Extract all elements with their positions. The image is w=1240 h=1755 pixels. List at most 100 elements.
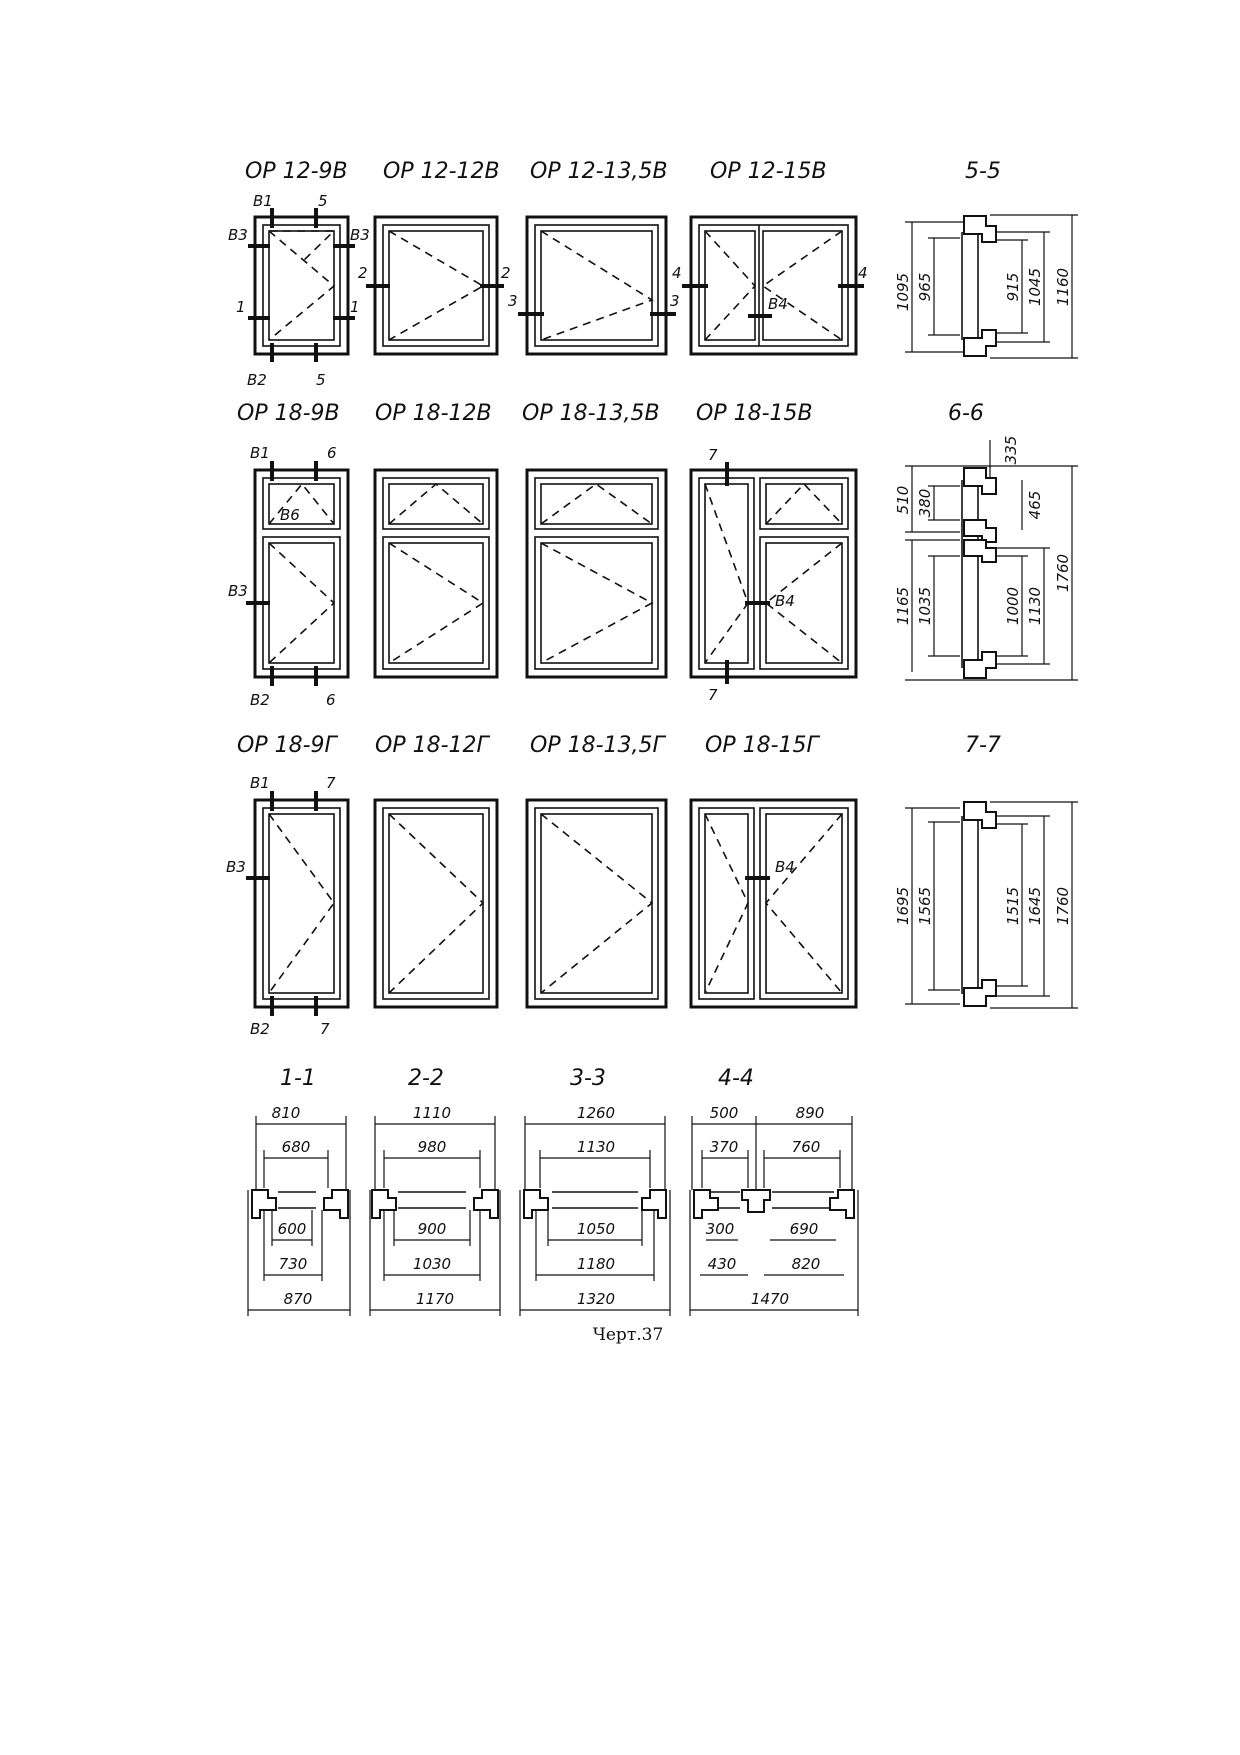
dim-510: 510 (894, 486, 912, 515)
row-2: ОР 18-9В ОР 18-12В ОР 18-13,5В ОР 18-15В… (228, 401, 1078, 709)
dim-1045: 1045 (1026, 268, 1044, 306)
mark-b1: В1 (253, 192, 273, 210)
dim-730: 730 (279, 1255, 308, 1273)
dim-1160: 1160 (1054, 268, 1072, 306)
dim-1470: 1470 (751, 1290, 789, 1308)
title-or-18-13-5g: ОР 18-13,5Г (530, 733, 666, 758)
title-or-18-15g: ОР 18-15Г (705, 733, 821, 758)
dim-1130: 1130 (1026, 587, 1044, 625)
title-or-12-13-5v: ОР 12-13,5В (530, 159, 668, 184)
mark-7-top: 7 (708, 446, 718, 464)
section-1-1 (247, 1116, 351, 1316)
dim-370: 370 (710, 1138, 739, 1156)
mark-b1: В1 (250, 774, 270, 792)
window-or-18-15v (689, 462, 858, 684)
dim-1130: 1130 (577, 1138, 615, 1156)
mark-6-bottom: 6 (326, 691, 336, 709)
window-or-18-9v (246, 461, 350, 686)
dim-1645: 1645 (1026, 887, 1044, 925)
section-6-6 (905, 440, 1078, 681)
dim-965: 965 (916, 273, 934, 302)
window-or-12-9v (248, 208, 355, 362)
mark-5-bottom: 5 (316, 371, 326, 389)
section-2-2 (369, 1116, 501, 1316)
title-section-5-5: 5-5 (965, 159, 1001, 184)
mark-b3-left: В3 (228, 226, 248, 244)
window-or-12-15v (682, 215, 864, 356)
title-or-18-12g: ОР 18-12Г (375, 733, 491, 758)
mark-3-left: 3 (508, 292, 518, 310)
title-section-6-6: 6-6 (948, 401, 984, 426)
dim-1170: 1170 (416, 1290, 454, 1308)
mark-6-top: 6 (327, 444, 337, 462)
mark-2-left: 2 (358, 264, 368, 282)
window-or-18-9g (246, 791, 350, 1016)
title-or-12-12v: ОР 12-12В (383, 159, 500, 184)
title-or-12-9v: ОР 12-9В (245, 159, 348, 184)
dim-1695: 1695 (894, 887, 912, 925)
dim-600: 600 (278, 1220, 307, 1238)
mark-b6: В6 (280, 506, 300, 524)
dim-335: 335 (1002, 436, 1020, 465)
mark-b1: В1 (250, 444, 270, 462)
window-or-12-13-5v (518, 215, 676, 356)
window-or-18-13-5v (525, 468, 668, 679)
title-or-18-13-5v: ОР 18-13,5В (522, 401, 660, 426)
dim-690: 690 (790, 1220, 819, 1238)
row-1: ОР 12-9В ОР 12-12В ОР 12-13,5В ОР 12-15В… (228, 159, 1078, 389)
title-or-18-9v: ОР 18-9В (237, 401, 340, 426)
dim-1260: 1260 (577, 1104, 615, 1122)
window-or-18-15g (689, 798, 858, 1009)
title-section-1-1: 1-1 (280, 1066, 316, 1091)
dim-1165: 1165 (894, 587, 912, 625)
title-or-18-15v: ОР 18-15В (696, 401, 813, 426)
mark-7-top: 7 (326, 774, 336, 792)
dim-1515: 1515 (1004, 887, 1022, 925)
mark-4-right: 4 (858, 264, 868, 282)
dim-1180: 1180 (577, 1255, 615, 1273)
mark-1-right: 1 (350, 298, 360, 316)
dim-1760: 1760 (1054, 887, 1072, 925)
dim-1030: 1030 (413, 1255, 451, 1273)
dim-1095: 1095 (894, 273, 912, 311)
figure-caption: Черт.37 (593, 1325, 664, 1345)
mark-7-bottom: 7 (320, 1020, 330, 1038)
dim-820: 820 (792, 1255, 821, 1273)
mark-b2: В2 (250, 691, 270, 709)
dim-430: 430 (708, 1255, 737, 1273)
dim-900: 900 (418, 1220, 447, 1238)
mark-b3: В3 (228, 582, 248, 600)
window-or-18-12g (373, 798, 499, 1009)
title-section-3-3: 3-3 (570, 1066, 606, 1091)
mark-b3-right: В3 (350, 226, 370, 244)
dim-1000: 1000 (1004, 587, 1022, 625)
window-or-18-12v (373, 468, 499, 679)
dim-760: 760 (792, 1138, 821, 1156)
title-or-12-15v: ОР 12-15В (710, 159, 827, 184)
dim-1110: 1110 (413, 1104, 451, 1122)
dim-1760: 1760 (1054, 554, 1072, 592)
window-or-12-12v (366, 215, 504, 356)
title-section-7-7: 7-7 (965, 733, 1001, 758)
mark-3-right: 3 (670, 292, 680, 310)
dim-810: 810 (272, 1104, 301, 1122)
section-4-4 (689, 1116, 859, 1316)
mark-5-top: 5 (318, 192, 328, 210)
mark-b2: В2 (247, 371, 267, 389)
dim-890: 890 (796, 1104, 825, 1122)
title-or-18-12v: ОР 18-12В (375, 401, 492, 426)
mark-7-bottom: 7 (708, 686, 718, 704)
section-3-3 (519, 1116, 671, 1316)
mark-2-right: 2 (501, 264, 511, 282)
window-or-18-13-5g (525, 798, 668, 1009)
title-section-4-4: 4-4 (718, 1066, 754, 1091)
title-or-18-9g: ОР 18-9Г (237, 733, 339, 758)
dim-1035: 1035 (916, 587, 934, 625)
dim-300: 300 (706, 1220, 735, 1238)
mark-4-left: 4 (672, 264, 682, 282)
dim-870: 870 (284, 1290, 313, 1308)
mark-b3: В3 (226, 858, 246, 876)
title-section-2-2: 2-2 (408, 1066, 444, 1091)
dim-980: 980 (418, 1138, 447, 1156)
